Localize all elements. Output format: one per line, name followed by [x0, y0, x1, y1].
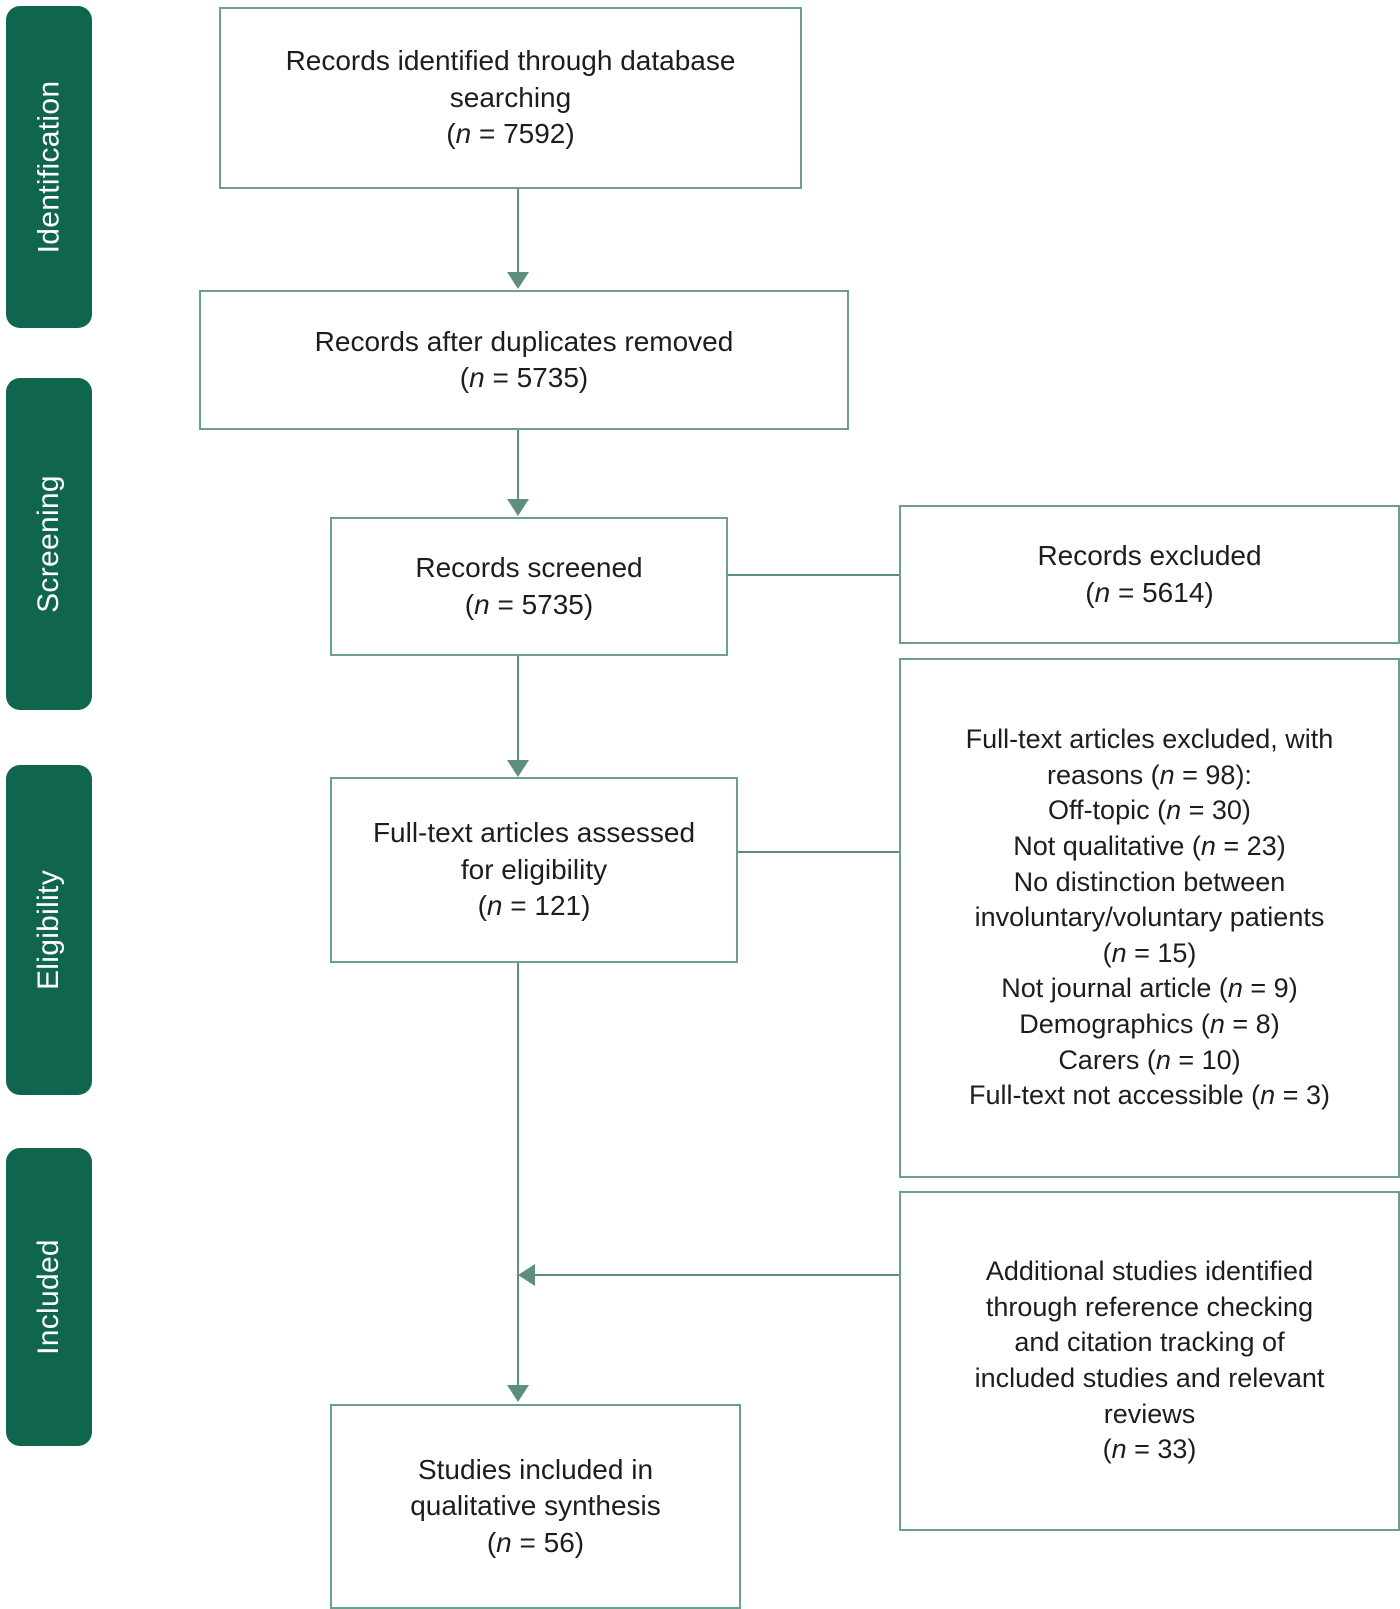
- connector-additional-to-main-stem: [535, 1274, 915, 1276]
- box-records-after-duplicates: Records after duplicates removed(n = 573…: [199, 290, 849, 430]
- box-records-excluded: Records excluded(n = 5614): [899, 505, 1400, 644]
- arrow-screened-to-fulltext: [507, 760, 529, 777]
- arrow-duplicates-to-screened: [507, 499, 529, 516]
- box-records-excluded-text: Records excluded(n = 5614): [1037, 540, 1262, 608]
- connector-screened-to-fulltext: [517, 655, 519, 765]
- stage-bar-eligibility: Eligibility: [6, 765, 92, 1095]
- stage-bar-screening: Screening: [6, 378, 92, 710]
- connector-duplicates-to-screened: [517, 430, 519, 502]
- connector-screened-to-excluded: [727, 574, 905, 576]
- box-records-screened: Records screened(n = 5735): [330, 517, 728, 656]
- arrow-identified-to-duplicates: [507, 272, 529, 289]
- box-records-after-duplicates-text: Records after duplicates removed(n = 573…: [314, 325, 734, 393]
- connector-identified-to-duplicates: [517, 188, 519, 280]
- connector-fulltext-to-excluded-reasons: [737, 851, 907, 853]
- arrow-fulltext-to-included: [507, 1385, 529, 1402]
- stage-bar-identification: Identification: [6, 6, 92, 328]
- stage-label-screening: Screening: [32, 475, 66, 613]
- stage-label-included: Included: [32, 1239, 66, 1355]
- stage-label-eligibility: Eligibility: [32, 869, 66, 991]
- stage-bar-included: Included: [6, 1148, 92, 1446]
- arrow-additional-to-main-stem: [518, 1264, 535, 1286]
- connector-fulltext-to-included: [517, 962, 519, 1392]
- stage-label-identification: Identification: [32, 80, 65, 254]
- box-records-screened-text: Records screened(n = 5735): [415, 552, 643, 620]
